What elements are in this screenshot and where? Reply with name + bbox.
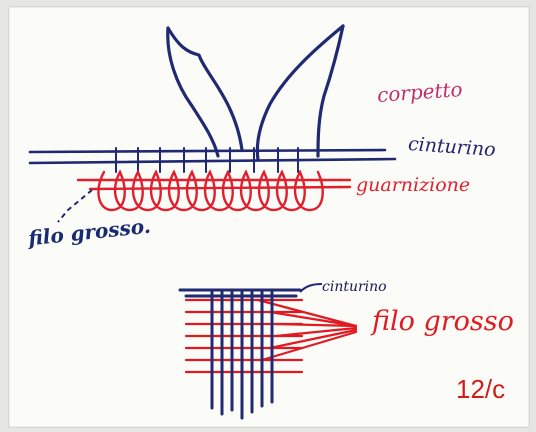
leader-line [58, 190, 92, 222]
plate-number: 12/c [456, 374, 505, 405]
cinturino-band [30, 150, 395, 163]
corpetto-shape [168, 26, 343, 160]
label-cinturino-bottom: cinturino [322, 279, 387, 295]
cinturino-leader [300, 284, 322, 292]
guarnizione-trim [78, 172, 350, 210]
label-filo-grosso-right: filo grosso [372, 306, 514, 337]
label-guarnizione: guarnizione [356, 174, 470, 196]
